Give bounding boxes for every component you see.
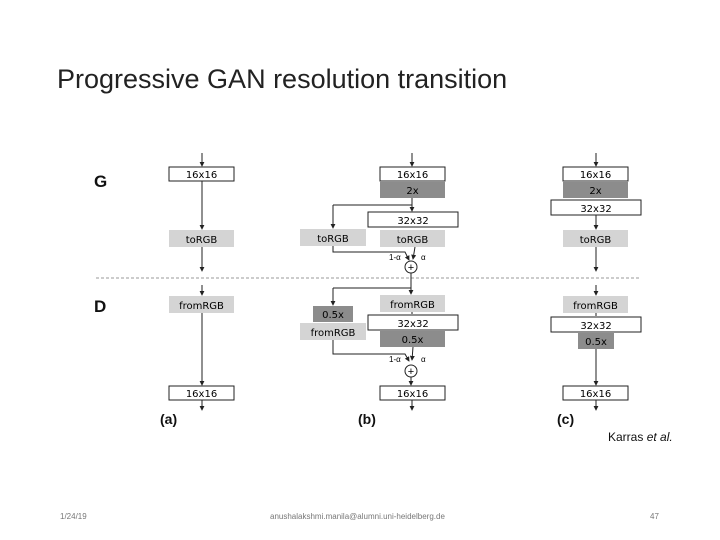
citation-etal: et al.: [646, 430, 673, 444]
b-fromrgb-old-block: fromRGB: [300, 323, 366, 340]
panel-c-label: (c): [557, 411, 574, 427]
c-torgb-block: toRGB: [563, 230, 628, 247]
b-torgb-new-block: toRGB: [380, 230, 445, 247]
slide-title: Progressive GAN resolution transition: [57, 64, 508, 94]
b-d-downsample-label: 0.5x: [402, 335, 424, 346]
c-g-res16-block: 16x16: [562, 166, 629, 182]
b-g-one-minus-alpha: 1-α: [389, 253, 401, 262]
a-g-res16-block: 16x16: [168, 166, 235, 182]
b-g-res16-block: 16x16: [379, 166, 446, 182]
b-g-upsample-label: 2x: [406, 186, 418, 197]
b-fromrgb-new-label: fromRGB: [390, 300, 435, 311]
panel-a: 16x16 toRGB fromRGB 16x16 (a): [160, 153, 235, 427]
b-g-res16-label: 16x16: [397, 170, 428, 181]
b-fromrgb-new-block: fromRGB: [380, 295, 445, 312]
c-d-downsample-label: 0.5x: [585, 337, 607, 348]
a-g-res16-label: 16x16: [186, 170, 217, 181]
b-d-res32-block: 32x32: [367, 314, 459, 331]
b-d-alpha: α: [421, 355, 426, 364]
panel-b-label: (b): [358, 411, 376, 427]
c-d-res32-block: 32x32: [550, 316, 642, 333]
b-g-sum-symbol: +: [408, 262, 414, 274]
panel-b: 16x16 2x 32x32 toRGB toRGB 1-α α +: [300, 153, 459, 427]
a-fromrgb-block: fromRGB: [169, 296, 234, 313]
a-fromrgb-label: fromRGB: [179, 301, 224, 312]
c-fromrgb-block: fromRGB: [563, 296, 628, 313]
footer-email: anushalakshmi.manila@alumni.uni-heidelbe…: [270, 512, 445, 521]
b-g-res32-block: 32x32: [367, 211, 459, 228]
panel-a-label: (a): [160, 411, 177, 427]
b-d-res16-block: 16x16: [379, 385, 446, 401]
b-g-sum-node: +: [404, 260, 418, 274]
b-g-res32-label: 32x32: [397, 216, 428, 227]
c-d-res32-label: 32x32: [580, 321, 611, 332]
citation: Karras et al.: [608, 430, 673, 444]
footer-date: 1/24/19: [60, 512, 87, 521]
c-torgb-label: toRGB: [580, 235, 612, 246]
b-fromrgb-old-label: fromRGB: [311, 328, 356, 339]
citation-author: Karras: [608, 430, 644, 444]
panel-c: 16x16 2x 32x32 toRGB fromRGB 32x32 0.5x: [550, 153, 642, 427]
section-label-g: G: [94, 172, 107, 191]
b-g-upsample-block: 2x: [380, 182, 445, 198]
c-d-downsample-block: 0.5x: [578, 333, 614, 349]
c-d-res16-label: 16x16: [580, 389, 611, 400]
b-torgb-new-label: toRGB: [397, 235, 429, 246]
c-g-res32-label: 32x32: [580, 204, 611, 215]
section-label-d: D: [94, 297, 106, 316]
b-torgb-old-block: toRGB: [300, 229, 366, 246]
a-d-res16-label: 16x16: [186, 389, 217, 400]
c-fromrgb-label: fromRGB: [573, 301, 618, 312]
a-torgb-label: toRGB: [186, 235, 218, 246]
b-d-downsample-block: 0.5x: [380, 331, 445, 347]
b-d-sum-symbol: +: [408, 366, 414, 378]
c-g-res32-block: 32x32: [550, 199, 642, 216]
c-g-upsample-label: 2x: [589, 186, 601, 197]
c-d-res16-block: 16x16: [562, 385, 629, 401]
c-g-upsample-block: 2x: [563, 182, 628, 198]
b-d-sum-node: +: [404, 364, 418, 378]
a-d-res16-block: 16x16: [168, 385, 235, 401]
c-g-res16-label: 16x16: [580, 170, 611, 181]
b-g-alpha: α: [421, 253, 426, 262]
b-d-downsample-old-label: 0.5x: [322, 310, 344, 321]
footer-page-number: 47: [650, 512, 659, 521]
b-d-res32-label: 32x32: [397, 319, 428, 330]
b-d-downsample-old-block: 0.5x: [313, 306, 353, 322]
a-torgb-block: toRGB: [169, 230, 234, 247]
b-d-one-minus-alpha: 1-α: [389, 355, 401, 364]
b-torgb-old-label: toRGB: [317, 234, 349, 245]
b-d-res16-label: 16x16: [397, 389, 428, 400]
